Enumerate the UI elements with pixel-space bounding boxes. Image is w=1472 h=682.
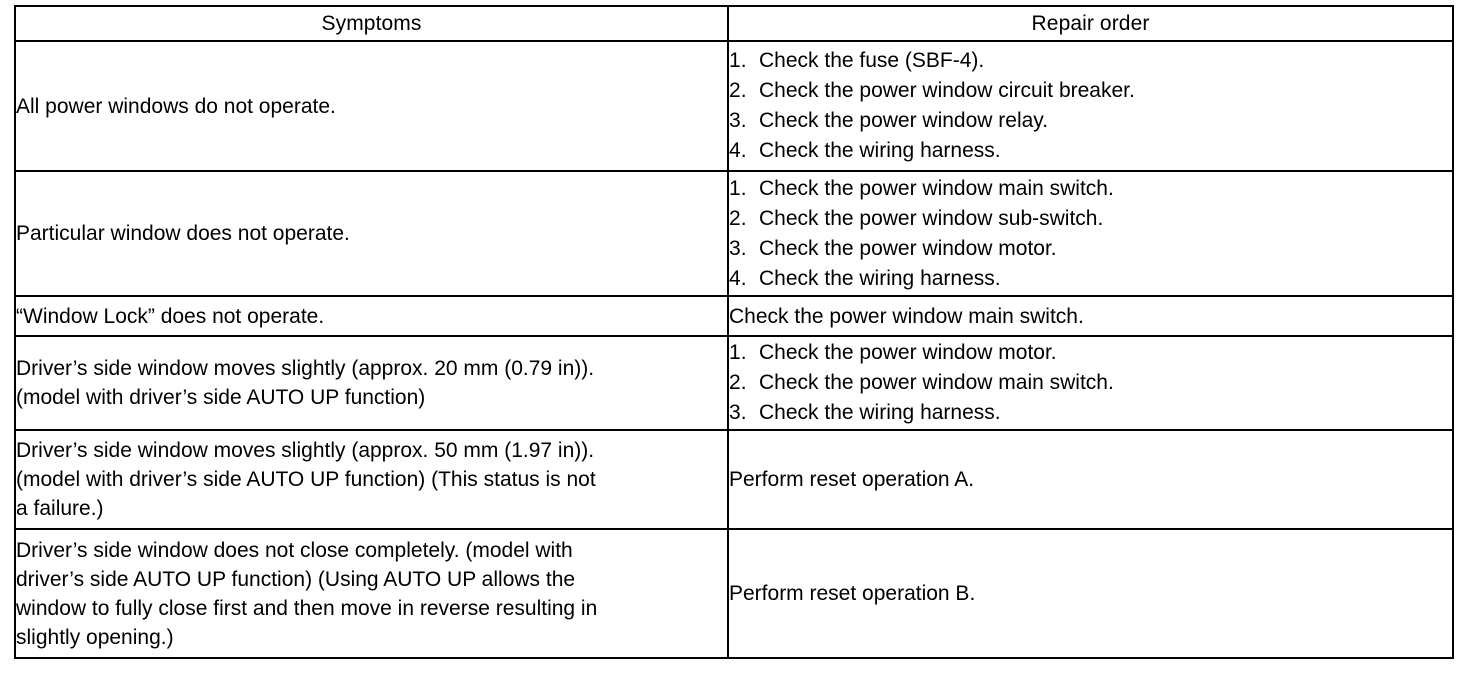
symptom-line: a failure.) bbox=[16, 497, 104, 520]
symptom-line: (model with driver’s side AUTO UP functi… bbox=[16, 386, 426, 409]
symptom-line: Driver’s side window moves slightly (app… bbox=[16, 357, 595, 380]
repair-step: Check the power window motor. bbox=[729, 338, 1057, 368]
symptom-line: Particular window does not operate. bbox=[16, 222, 350, 245]
repair-cell: Perform reset operation A. bbox=[727, 429, 1454, 530]
symptom-line: Driver’s side window moves slightly (app… bbox=[16, 439, 595, 462]
repair-step: Check the power window relay. bbox=[729, 106, 1049, 136]
column-header-repair-order: Repair order bbox=[727, 5, 1454, 42]
symptom-line: slightly opening.) bbox=[16, 625, 174, 649]
table-row: Driver’s side window moves slightly (app… bbox=[14, 335, 1454, 431]
repair-cell: Check the power window main switch. Chec… bbox=[727, 170, 1454, 297]
table-row: Particular window does not operate. Chec… bbox=[14, 170, 1454, 297]
repair-step-list: Check the power window motor. Check the … bbox=[729, 338, 1452, 428]
table-header: Symptoms Repair order bbox=[14, 5, 1454, 42]
table-header-row: Symptoms Repair order bbox=[14, 5, 1454, 42]
symptom-cell: Driver’s side window moves slightly (app… bbox=[14, 429, 729, 530]
symptom-cell: Driver’s side window does not close comp… bbox=[14, 528, 729, 659]
repair-step: Check the power window main switch. bbox=[729, 368, 1114, 398]
table-row: All power windows do not operate. Check … bbox=[14, 40, 1454, 172]
repair-step-list: Check the fuse (SBF-4). Check the power … bbox=[729, 46, 1452, 166]
repair-step: Check the fuse (SBF-4). bbox=[729, 46, 985, 76]
symptom-line: All power windows do not operate. bbox=[16, 94, 336, 118]
repair-cell: Perform reset operation B. bbox=[727, 528, 1454, 659]
repair-step: Check the power window circuit breaker. bbox=[729, 76, 1135, 106]
symptom-line: driver’s side AUTO UP function) (Using A… bbox=[16, 567, 576, 591]
column-header-symptoms: Symptoms bbox=[14, 5, 729, 42]
repair-cell: Check the power window main switch. bbox=[727, 295, 1454, 337]
symptom-cell: “Window Lock” does not operate. bbox=[14, 295, 729, 337]
symptom-line: Driver’s side window does not close comp… bbox=[16, 538, 573, 562]
repair-step: Check the wiring harness. bbox=[729, 264, 1001, 294]
symptom-line: window to fully close first and then mov… bbox=[16, 596, 598, 620]
repair-step-list: Check the power window main switch. Chec… bbox=[729, 174, 1452, 294]
table-row: Driver’s side window moves slightly (app… bbox=[14, 429, 1454, 530]
repair-step: Check the wiring harness. bbox=[729, 398, 1001, 428]
table-body: All power windows do not operate. Check … bbox=[14, 40, 1454, 659]
symptom-line: “Window Lock” does not operate. bbox=[16, 304, 325, 328]
symptom-cell: All power windows do not operate. bbox=[14, 40, 729, 172]
symptom-line: (model with driver’s side AUTO UP functi… bbox=[16, 468, 596, 491]
table-row: Driver’s side window does not close comp… bbox=[14, 528, 1454, 659]
repair-cell: Check the fuse (SBF-4). Check the power … bbox=[727, 40, 1454, 172]
repair-cell: Check the power window motor. Check the … bbox=[727, 335, 1454, 431]
repair-step: Check the power window sub-switch. bbox=[729, 204, 1104, 234]
symptom-cell: Driver’s side window moves slightly (app… bbox=[14, 335, 729, 431]
repair-step: Check the power window main switch. bbox=[729, 174, 1114, 204]
table-row: “Window Lock” does not operate. Check th… bbox=[14, 295, 1454, 337]
repair-step: Check the power window motor. bbox=[729, 234, 1057, 264]
symptom-cell: Particular window does not operate. bbox=[14, 170, 729, 297]
repair-step: Check the wiring harness. bbox=[729, 136, 1001, 166]
troubleshooting-table: Symptoms Repair order All power windows … bbox=[14, 5, 1454, 659]
